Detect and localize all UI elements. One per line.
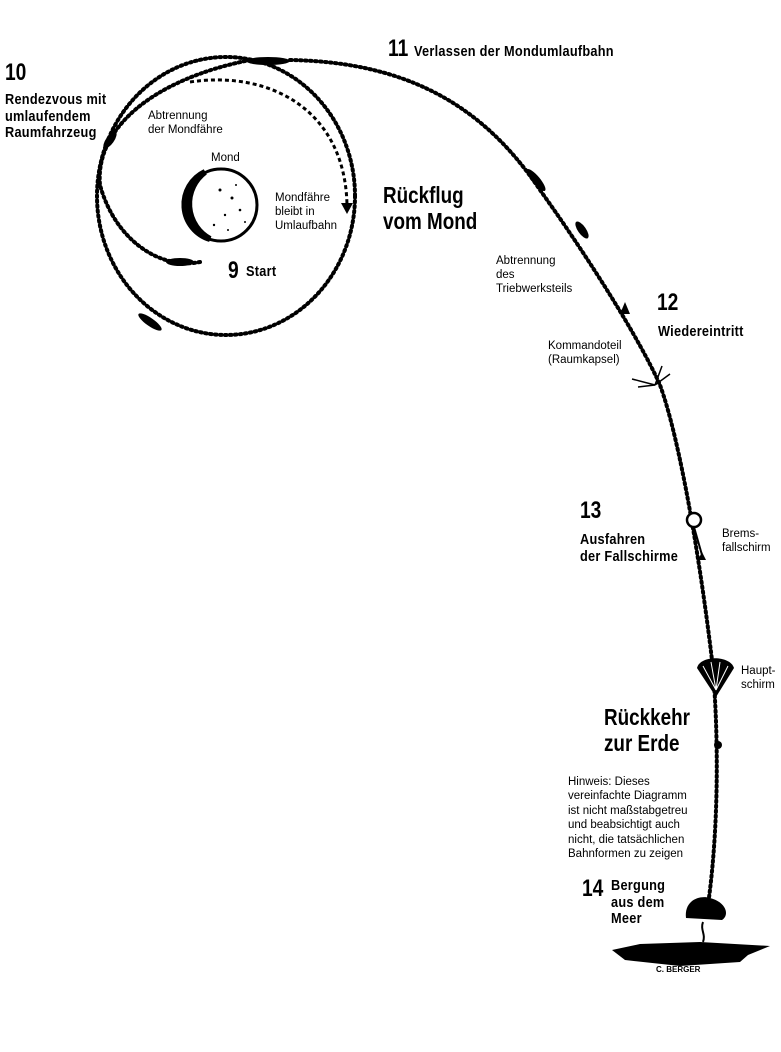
step-9-label: Start [246, 263, 277, 280]
sea-icon [612, 942, 770, 966]
step-10-number: 10 [5, 59, 27, 86]
reentry-icon [631, 365, 671, 388]
service-module-icon [575, 221, 589, 239]
return-trajectory [288, 58, 719, 907]
drogue-parachute-icon [685, 511, 706, 560]
moon-craters [212, 184, 246, 231]
lm-stays-label: Mondfähre bleibt in Umlaufbahn [275, 192, 338, 232]
lm-orbit-path [189, 78, 349, 206]
command-module-icon [620, 302, 630, 314]
step-14-label: Bergung aus dem Meer [611, 877, 666, 927]
artist-signature: C. BERGER [656, 965, 701, 974]
arrow-head-icon [341, 203, 353, 214]
step-12-number: 12 [657, 289, 679, 316]
spacecraft-icon [138, 313, 162, 331]
sm-separation-label: Abtrennung des Triebwerksteils [496, 255, 573, 295]
lunar-orbit [95, 55, 357, 337]
return-to-earth-heading: Rückkehr zur Erde [604, 704, 690, 757]
note-text: Hinweis: Dieses vereinfachte Diagramm is… [568, 776, 688, 860]
spacecraft-icon [526, 168, 546, 192]
moon-label: Mond [211, 152, 240, 164]
step-9-number: 9 [228, 257, 239, 284]
main-chute-label: Haupt- schirm [741, 665, 776, 691]
spacecraft-icon [103, 131, 117, 149]
step-13-label: Ausfahren der Fallschirme [580, 531, 679, 565]
main-parachute-icon [697, 658, 734, 749]
lm-separation-label: Abtrennung der Mondfähre [148, 110, 223, 136]
splashdown-capsule-icon [685, 897, 726, 943]
step-11-label: Verlassen der Mondumlaufbahn [414, 43, 614, 60]
ascent-path [97, 58, 252, 266]
step-11-number: 11 [388, 35, 409, 62]
step-12-label: Wiedereintritt [658, 323, 744, 340]
spacecraft-icon [166, 258, 194, 266]
spacecraft-icon [246, 57, 290, 65]
drogue-chute-label: Brems- fallschirm [722, 528, 771, 554]
step-13-number: 13 [580, 497, 602, 524]
step-14-number: 14 [582, 875, 604, 902]
moon-shadow [181, 169, 212, 242]
step-10-label: Rendezvous mit umlaufendem Raumfahrzeug [5, 91, 107, 141]
command-module-label: Kommandoteil (Raumkapsel) [548, 340, 622, 366]
return-from-moon-heading: Rückflug vom Mond [383, 182, 478, 235]
